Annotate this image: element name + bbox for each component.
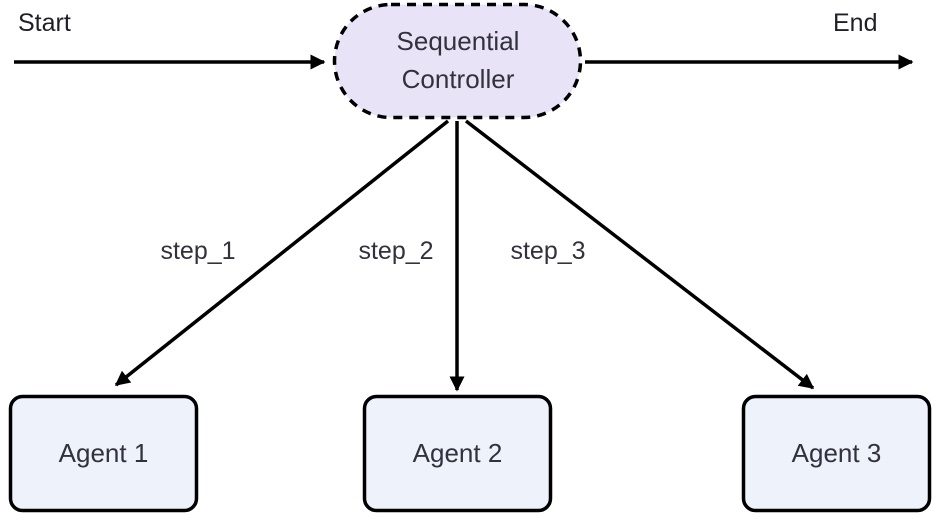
start-label: Start	[18, 9, 71, 37]
edge-label-step-3: step_3	[510, 237, 585, 265]
end-label: End	[833, 9, 877, 37]
sequential-controller-label-line1: Sequential	[397, 26, 520, 56]
agent-2-shape	[362, 394, 553, 513]
edge-label-step-2: step_2	[358, 237, 433, 265]
edge-label-step-1: step_1	[160, 237, 235, 265]
edge-step-3	[464, 119, 815, 390]
sequential-controller-label-line2: Controller	[402, 64, 515, 94]
agent-3-label: Agent 3	[792, 438, 882, 468]
agent-1-label: Agent 1	[59, 438, 149, 468]
agent-2-label: Agent 2	[413, 438, 503, 468]
node-agent-1: Agent 1	[8, 394, 199, 513]
node-agent-2: Agent 2	[362, 394, 553, 513]
node-sequential-controller: Sequential Controller	[332, 2, 583, 120]
node-agent-3: Agent 3	[741, 394, 932, 513]
agent-3-shape	[741, 394, 932, 513]
sequential-controller-shape	[332, 2, 583, 120]
agent-1-shape	[8, 394, 199, 513]
edge-step-1	[114, 119, 450, 387]
